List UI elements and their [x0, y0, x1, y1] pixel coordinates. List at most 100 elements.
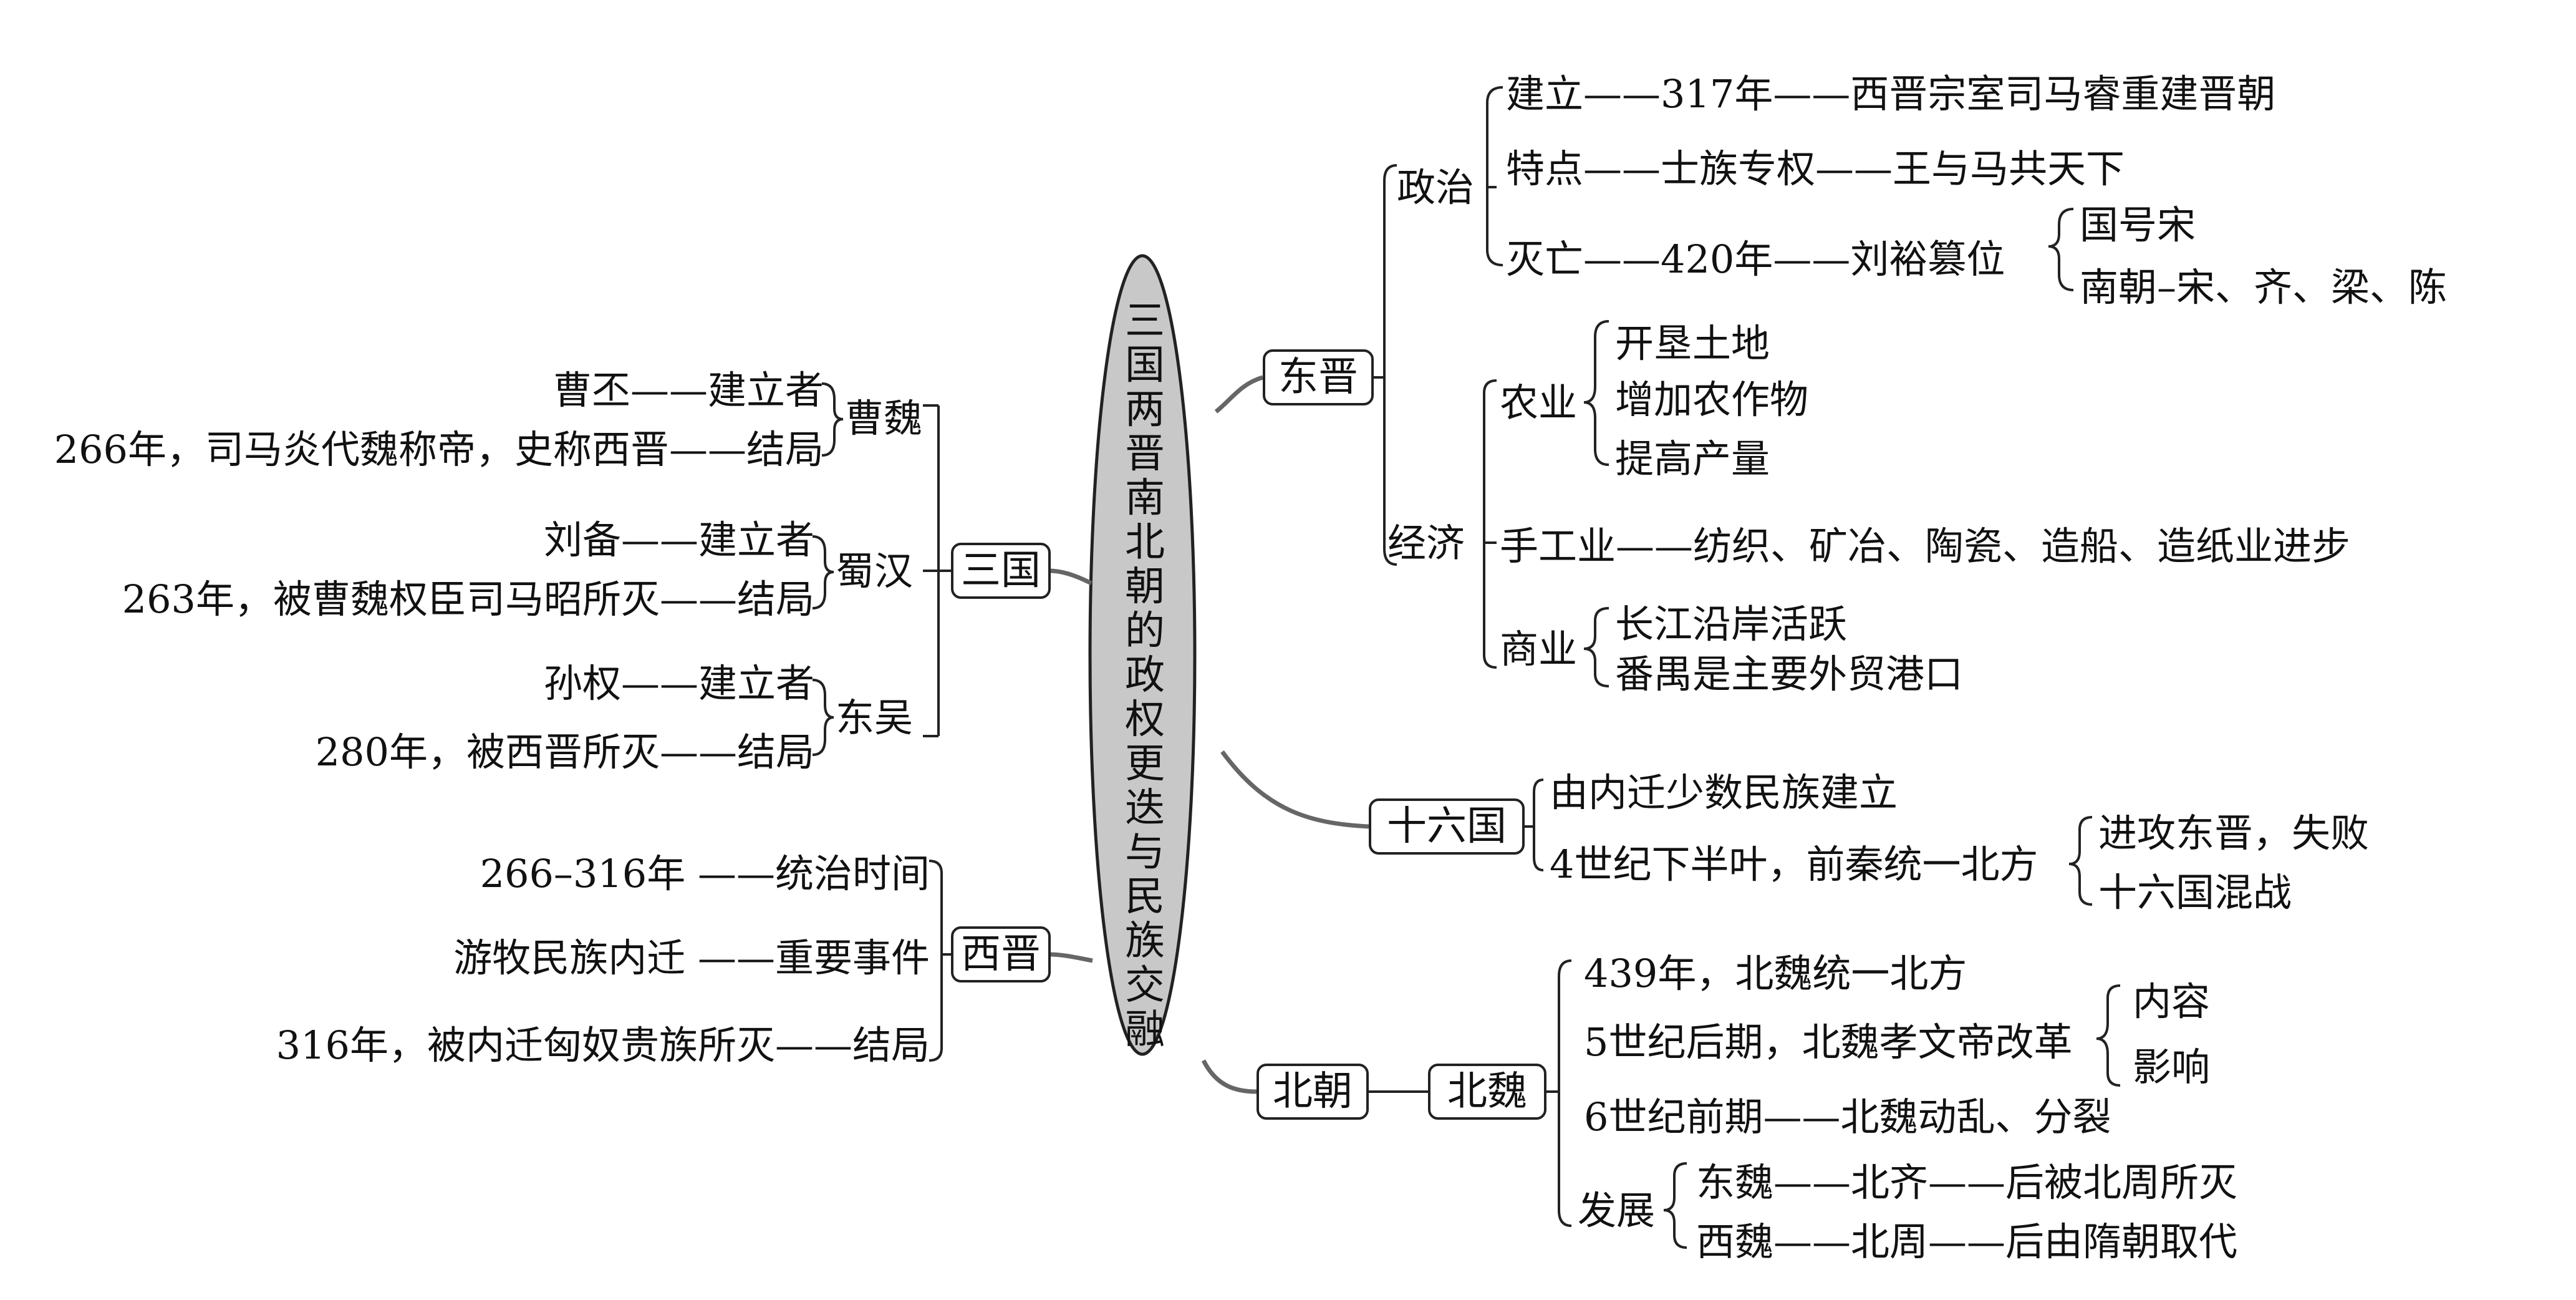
- xijin-rule-period: 266–316年: [480, 851, 686, 896]
- bracket-beiwei: [1558, 959, 1572, 1227]
- node-shiliuguo: 十六国: [1369, 798, 1525, 855]
- center-title-char: 南: [1125, 475, 1165, 521]
- founding-desc: 西晋宗室司马睿重建晋朝: [1850, 71, 2276, 117]
- link-center-to-sanguo: [1048, 568, 1093, 586]
- center-title-char: 北: [1125, 520, 1165, 566]
- xijin-end-event: 316年，被内迁匈奴贵族所灭: [276, 1022, 775, 1068]
- caowei-end-role: 结局: [746, 427, 824, 472]
- east-a: 东魏: [1696, 1160, 1774, 1205]
- event3-period: 6世纪前期: [1584, 1094, 1763, 1140]
- link-center-to-dongjin: [1214, 375, 1264, 414]
- event3-desc: 北魏动乱、分裂: [1840, 1094, 2111, 1140]
- brace-caowei: [821, 382, 844, 457]
- center-title-char: 民: [1125, 874, 1165, 920]
- west-a: 西魏: [1696, 1219, 1774, 1264]
- zhengzhi-founding: 建立——317年——西晋宗室司马睿重建晋朝: [1506, 71, 2276, 117]
- shangye-item: 番禺是主要外贸港口: [1615, 651, 1964, 697]
- center-title-char: 晋: [1125, 431, 1165, 477]
- brace-shiliuguo-results: [2068, 816, 2093, 906]
- shuhan-founder-role: 建立者: [698, 517, 814, 563]
- node-fazhan: 发展: [1578, 1188, 1656, 1233]
- dongwu-end-event: 280年，被西晋所灭: [315, 729, 660, 775]
- shiliuguo-result-2: 十六国混战: [2098, 870, 2292, 915]
- nongye-item: 开垦土地: [1615, 321, 1770, 366]
- node-zhengzhi: 政治: [1397, 165, 1475, 210]
- bracket-shiliuguo: [1525, 779, 1544, 871]
- link-dongjin-right: [1372, 187, 1386, 543]
- node-sanguo: 三国: [951, 543, 1051, 599]
- center-title-char: 权: [1125, 697, 1165, 743]
- node-shangye: 商业: [1500, 626, 1578, 672]
- xijin-event-name: 游牧民族内迁: [453, 935, 686, 981]
- fall-result-2: 南朝–宋、齐、梁、陈: [2080, 264, 2448, 310]
- center-title-char: 两: [1125, 387, 1165, 433]
- bracket-jingji: [1483, 379, 1497, 669]
- founding-year: 317年: [1661, 71, 1773, 117]
- fall-desc: 刘裕篡位: [1850, 236, 2005, 282]
- center-title-char: 政: [1125, 652, 1165, 699]
- bracket-zhengzhi: [1486, 86, 1503, 266]
- shiliuguo-line1: 由内迁少数民族建立: [1550, 770, 1898, 815]
- node-beichao: 北朝: [1257, 1064, 1369, 1120]
- center-ellipse: [1088, 254, 1197, 1056]
- brace-gaige: [2096, 984, 2121, 1087]
- xijin-rule: 266–316年 ——统治时间: [480, 851, 930, 896]
- link-center-to-xijin: [1048, 952, 1093, 963]
- link-center-to-beichao: [1201, 1059, 1257, 1094]
- bracket-dongjin: [1383, 164, 1397, 566]
- center-title-char: 更: [1125, 741, 1165, 787]
- caowei-end-event: 266年，司马炎代魏称帝，史称西晋: [54, 427, 669, 472]
- xijin-event: 游牧民族内迁 ——重要事件: [453, 935, 930, 981]
- caowei-founder-person: 曹丕: [552, 367, 630, 413]
- west-c: 后由隋朝取代: [2005, 1219, 2238, 1264]
- shougongye: 手工业——纺织、矿冶、陶瓷、造船、造纸业进步: [1500, 523, 2351, 569]
- dongwu-end-role: 结局: [736, 729, 814, 775]
- dongwu-end: 280年，被西晋所灭——结局: [315, 729, 814, 775]
- center-title-char: 朝: [1125, 564, 1165, 610]
- fall-result-1: 国号宋: [2080, 202, 2196, 248]
- node-xijin: 西晋: [951, 926, 1051, 982]
- node-dongjin: 东晋: [1263, 349, 1374, 405]
- caowei-end: 266年，司马炎代魏称帝，史称西晋——结局: [54, 427, 824, 472]
- dongwu-founder-role: 建立者: [698, 661, 814, 706]
- shuhan-end-event: 263年，被曹魏权臣司马昭所灭: [122, 576, 660, 622]
- bracket-xijin: [929, 860, 951, 1062]
- reform-item: 影响: [2133, 1044, 2211, 1090]
- brace-dongwu: [812, 679, 834, 756]
- shougongye-label: 手工业: [1500, 523, 1616, 569]
- shuhan-end-role: 结局: [736, 576, 814, 622]
- center-title-char: 三: [1125, 298, 1165, 344]
- brace-miewang: [2048, 208, 2074, 291]
- reform-item: 内容: [2133, 979, 2211, 1024]
- shuhan-end: 263年，被曹魏权臣司马昭所灭——结局: [122, 576, 814, 622]
- west-b: 北周: [1851, 1219, 1929, 1264]
- beiwei-event2: 5世纪后期，北魏孝文帝改革: [1584, 1019, 2073, 1065]
- xijin-event-role: 重要事件: [774, 935, 930, 981]
- node-jingji: 经济: [1387, 520, 1465, 566]
- bracket-sanguo: [923, 404, 951, 737]
- xijin-end-role: 结局: [852, 1022, 930, 1068]
- caowei-founder-role: 建立者: [707, 367, 824, 413]
- node-beiwei: 北魏: [1428, 1064, 1546, 1120]
- nongye-item: 提高产量: [1615, 436, 1770, 482]
- nongye-item: 增加农作物: [1615, 377, 1809, 422]
- shougongye-desc: 纺织、矿冶、陶瓷、造船、造纸业进步: [1693, 523, 2351, 569]
- node-nongye: 农业: [1500, 380, 1578, 425]
- node-caowei: 曹魏: [845, 395, 923, 441]
- shuhan-founder-person: 刘备: [543, 517, 621, 563]
- brace-fazhan: [1663, 1162, 1687, 1249]
- center-title: 三 国 两 晋 南 北 朝 的 政 权 更 迭 与 民 族 交 融: [1114, 299, 1176, 1052]
- beiwei-event1: 439年，北魏统一北方: [1584, 951, 1967, 996]
- feature-key: 特点: [1506, 146, 1584, 192]
- dongwu-founder-person: 孙权: [543, 661, 621, 706]
- zhengzhi-feature: 特点——士族专权——王与马共天下: [1506, 146, 2125, 192]
- fall-key: 灭亡: [1506, 236, 1584, 282]
- node-shuhan: 蜀汉: [836, 548, 914, 594]
- feature-value: 士族专权: [1661, 146, 1816, 192]
- zhengzhi-fall: 灭亡——420年——刘裕篡位: [1506, 236, 2005, 282]
- brace-nongye: [1583, 320, 1609, 466]
- center-title-char: 族: [1125, 918, 1165, 964]
- center-title-char: 交: [1125, 963, 1165, 1009]
- feature-desc: 王与马共天下: [1893, 146, 2125, 192]
